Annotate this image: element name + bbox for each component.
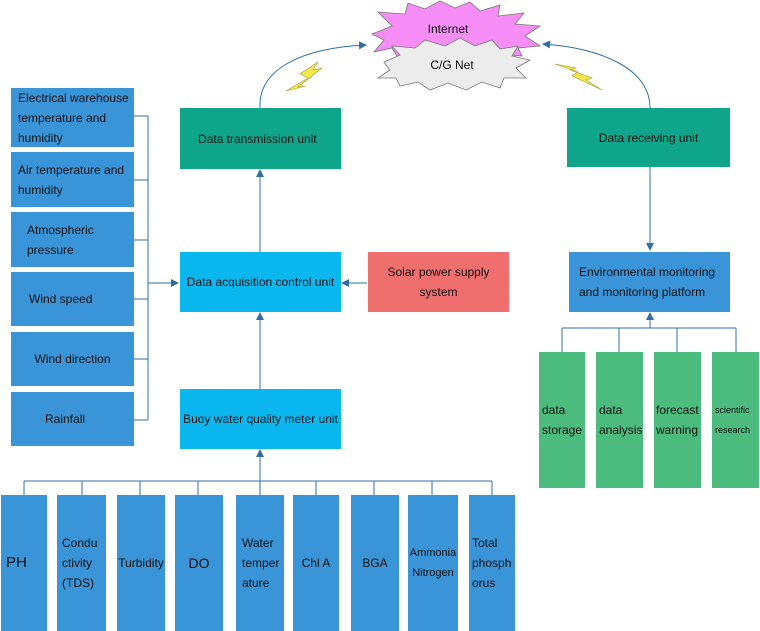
sensor-label-line: Condu <box>62 536 98 550</box>
sensor-label-line: ctivity <box>62 556 92 570</box>
sensor-label: Turbidity <box>118 556 164 570</box>
sensor-label-line: (TDS) <box>62 576 94 590</box>
unit-label: Solar power supply system <box>387 265 490 299</box>
sensor-label: BGA <box>362 556 388 570</box>
sensor-label-line: phosph <box>472 556 512 570</box>
function-forecast-warning: forecast warning <box>654 352 701 488</box>
water-sensors-bracket <box>23 480 493 495</box>
sensor-bga: BGA <box>351 495 399 631</box>
sensor-electrical-warehouse: Electrical warehouse temperature and hum… <box>11 88 134 147</box>
function-data-storage: data storage <box>539 352 585 488</box>
sensor-label: Electrical warehouse temperature and hum… <box>18 90 129 145</box>
sensor-label: Air temperature and humidity <box>18 162 125 197</box>
internet-label: Internet <box>427 22 469 36</box>
sensor-ph: PH <box>1 495 47 631</box>
unit-label: Environmental monitoring and monitoring … <box>579 265 716 299</box>
sensor-water-temperature: Water temper ature <box>236 495 284 631</box>
function-scientific-research: scientific research <box>712 352 759 488</box>
uplink-arrow <box>259 41 367 109</box>
data-transmission-unit: Data transmission unit <box>180 108 341 169</box>
function-label: scientific research <box>715 405 751 435</box>
lightning-icon <box>554 63 603 91</box>
sensor-label: Wind direction <box>34 352 111 366</box>
sensor-label-line: Ammonia <box>409 547 457 559</box>
sensor-label-line: Water <box>242 536 274 550</box>
sensor-label: Rainfall <box>45 412 86 426</box>
unit-label: Data acquisition control unit <box>186 275 335 289</box>
sensor-air-temperature: Air temperature and humidity <box>11 152 134 207</box>
sensor-label-line: temper <box>242 556 280 570</box>
sensor-label: Wind speed <box>29 292 93 306</box>
function-label: forecast warning <box>656 403 699 437</box>
solar-power-supply-system: Solar power supply system <box>368 252 509 312</box>
sensor-label-line: Total <box>472 536 498 550</box>
lightning-icon <box>285 61 323 92</box>
sensor-wind-speed: Wind speed <box>11 272 134 326</box>
functions-bracket <box>561 327 737 352</box>
environmental-monitoring-platform: Environmental monitoring and monitoring … <box>569 252 730 312</box>
downlink-arrow <box>542 40 651 109</box>
unit-label: Buoy water quality meter unit <box>183 412 338 426</box>
unit-label: Data transmission unit <box>198 131 317 146</box>
function-label: data storage <box>542 403 583 437</box>
sensor-wind-direction: Wind direction <box>11 332 134 386</box>
sensor-total-phosphorus: Total phosph orus <box>469 495 515 631</box>
sensor-label-line: ature <box>242 576 270 590</box>
buoy-water-quality-meter-unit: Buoy water quality meter unit <box>180 389 341 449</box>
function-label: data analysis <box>599 403 643 437</box>
sensor-conductivity: Condu ctivity (TDS) <box>57 495 106 631</box>
cg-net-label: C/G Net <box>430 58 474 72</box>
sensor-chl-a: Chl A <box>293 495 339 631</box>
data-acquisition-control-unit: Data acquisition control unit <box>180 252 341 312</box>
sensor-label-line: orus <box>472 576 496 590</box>
sensor-rainfall: Rainfall <box>11 392 134 446</box>
weather-sensors-bracket <box>134 115 149 421</box>
cg-net-cloud-shape <box>376 37 532 91</box>
sensor-label: Atmospheric pressure <box>27 222 94 257</box>
sensor-turbidity: Turbidity <box>117 495 165 631</box>
sensor-atmospheric-pressure: Atmospheric pressure <box>11 212 134 267</box>
sensor-do: DO <box>175 495 223 631</box>
sensor-ammonia-nitrogen: Ammonia Nitrogen <box>408 495 458 631</box>
sensor-label: Chl A <box>301 556 331 570</box>
sensor-label-line: Nitrogen <box>412 567 454 579</box>
unit-label: Data receiving unit <box>598 130 699 145</box>
sensor-label: DO <box>188 555 210 571</box>
function-data-analysis: data analysis <box>596 352 643 488</box>
data-receiving-unit: Data receiving unit <box>567 108 730 167</box>
sensor-label: PH <box>6 554 27 571</box>
